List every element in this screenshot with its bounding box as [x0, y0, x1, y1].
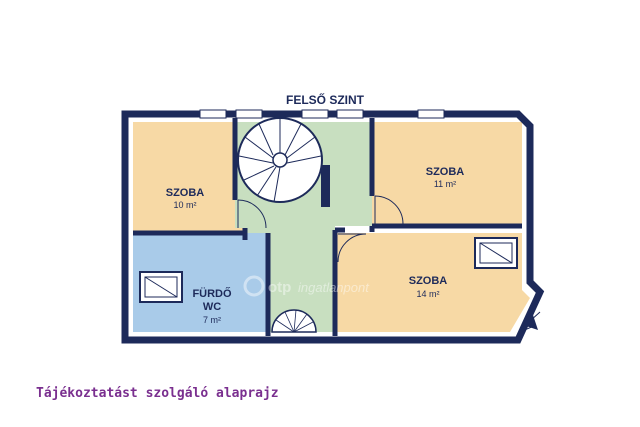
north-arrow-icon — [518, 311, 541, 334]
otp-logo-icon — [243, 275, 265, 297]
watermark: otp ingatlanpont — [243, 275, 370, 297]
floor-plan: FELSŐ SZINT SZOBA 10 m² SZOBA 11 m² SZOB… — [121, 92, 545, 344]
room-label-bedroom-top-right: SZOBA — [426, 166, 465, 178]
interior-walls — [133, 118, 522, 336]
floor-title: FELSŐ SZINT — [286, 92, 365, 107]
plan-caption: Tájékoztatást szolgáló alaprajz — [36, 386, 279, 401]
room-label-bathroom: FÜRDŐ — [192, 287, 232, 300]
room-label-bedroom-bottom-right: SZOBA — [409, 275, 448, 287]
room-label-bedroom-left: SZOBA — [166, 187, 205, 199]
room-area-bedroom-top-right: 11 m² — [434, 179, 456, 189]
top-windows — [199, 109, 445, 119]
stair-landing-icon — [271, 309, 317, 333]
door-swings — [237, 195, 404, 263]
room-area-bedroom-left: 10 m² — [173, 200, 196, 210]
roof-window-icon — [139, 271, 183, 303]
room-floor-bedroom-left — [133, 122, 245, 233]
room-label-bathroom-wc: WC — [203, 301, 221, 313]
watermark-text: ingatlanpont — [298, 280, 370, 295]
room-area-bathroom: 7 m² — [203, 315, 221, 325]
watermark-brand: otp — [268, 279, 291, 296]
spiral-staircase-icon — [237, 117, 330, 207]
roof-window-icon — [474, 237, 518, 269]
outer-wall — [121, 110, 545, 344]
room-area-bedroom-bottom-right: 14 m² — [416, 289, 439, 299]
room-floor-bedroom-top-right — [372, 122, 522, 226]
